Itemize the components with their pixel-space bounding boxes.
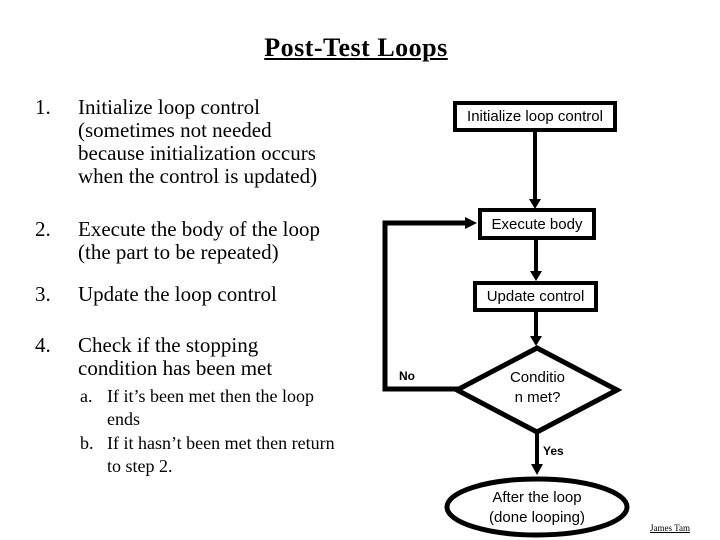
- list-item-line: If it hasn’t been met then return: [107, 433, 335, 453]
- arrowhead-down-icon: [530, 271, 542, 281]
- list-item-number: 3.: [35, 282, 51, 306]
- flowchart-box-execute: Execute body: [478, 208, 596, 240]
- list-item-text: Initialize loop control (sometimes not n…: [78, 96, 317, 188]
- arrowhead-down-icon: [530, 336, 542, 346]
- list-subitem-a: a. If it’s been met then the loop ends: [80, 385, 314, 431]
- list-item-line: when the control is updated): [78, 164, 318, 188]
- list-item-line: Initialize loop control: [78, 95, 260, 119]
- list-item-text: Execute the body of the loop (the part t…: [78, 218, 320, 264]
- decision-line: Conditio: [509, 369, 566, 386]
- list-item-line: If it’s been met then the loop: [107, 386, 314, 406]
- terminator-line: After the loop: [492, 489, 582, 506]
- list-item-number: 2.: [35, 217, 51, 241]
- list-item-line: condition has been met: [78, 356, 273, 380]
- list-item-line: (sometimes not needed: [78, 118, 272, 142]
- list-item-text: Update the loop control: [78, 283, 277, 306]
- list-item-text: Check if the stopping condition has been…: [78, 334, 272, 380]
- author-credit: James Tam: [650, 523, 690, 533]
- page-title: Post-Test Loops: [264, 33, 448, 62]
- list-item-3: 3. Update the loop control: [35, 283, 277, 306]
- flowchart-box-update: Update control: [473, 281, 598, 312]
- yes-branch-label: Yes: [543, 444, 564, 458]
- connector-loop-back: [382, 220, 465, 392]
- flowchart-box-initialize: Initialize loop control: [453, 101, 617, 132]
- list-item-text: If it hasn’t been met then return to ste…: [107, 432, 335, 478]
- no-branch-label: No: [399, 369, 415, 383]
- list-item-1: 1. Initialize loop control (sometimes no…: [35, 96, 317, 188]
- terminator-line: (done looping): [489, 509, 585, 526]
- list-item-2: 2. Execute the body of the loop (the par…: [35, 218, 320, 264]
- decision-line: n met?: [514, 389, 561, 406]
- terminator-ellipse-text: After the loop (done looping): [457, 488, 617, 528]
- arrowhead-right-icon: [465, 217, 477, 229]
- list-item-number: a.: [80, 386, 93, 406]
- list-item-line: Execute the body of the loop: [78, 217, 321, 241]
- list-subitem-b: b. If it hasn’t been met then return to …: [80, 432, 335, 478]
- decision-diamond-shape: [451, 345, 623, 435]
- list-item-number: 1.: [35, 95, 51, 119]
- list-item-number: b.: [80, 433, 94, 453]
- list-item-line: because initialization occurs: [78, 141, 316, 165]
- list-item-line: to step 2.: [107, 456, 173, 476]
- list-item-line: ends: [107, 409, 140, 429]
- terminator-ellipse-shape: [444, 476, 630, 538]
- list-item-number: 4.: [35, 333, 51, 357]
- list-item-line: Update the loop control: [78, 282, 277, 306]
- list-item-4: 4. Check if the stopping condition has b…: [35, 334, 272, 380]
- list-item-line: (the part to be repeated): [78, 240, 279, 264]
- arrowhead-down-icon: [531, 464, 543, 475]
- arrowhead-down-icon: [529, 199, 541, 209]
- list-item-line: Check if the stopping: [78, 333, 259, 357]
- decision-diamond-text: Conditio n met?: [477, 368, 598, 408]
- list-item-text: If it’s been met then the loop ends: [107, 385, 314, 431]
